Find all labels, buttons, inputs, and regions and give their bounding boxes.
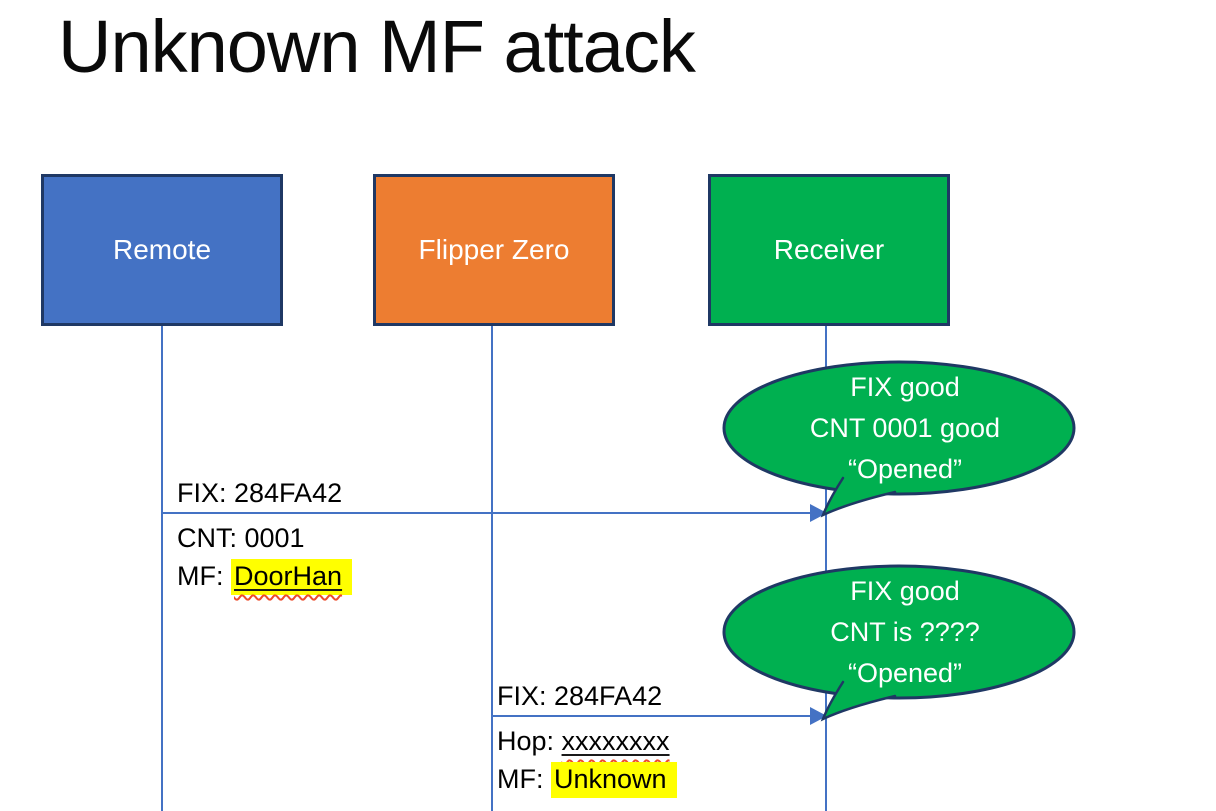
message1-mf-value: DoorHan (234, 561, 343, 591)
actor-box-receiver: Receiver (708, 174, 950, 326)
message1-mf-prefix: MF: (177, 561, 231, 591)
actor-label-remote: Remote (112, 234, 212, 265)
message2-label-below: Hop: xxxxxxxx MF: Unknown (497, 722, 677, 798)
callout-bubble-2 (722, 564, 1076, 722)
message1-label-below: CNT: 0001 MF: DoorHan (177, 519, 353, 595)
message1-label-above: FIX: 284FA42 (177, 474, 342, 512)
message2-fix-text: FIX: 284FA42 (497, 681, 663, 711)
callout-1-line-2: CNT 0001 good (809, 413, 1001, 443)
lifeline-remote (161, 326, 163, 811)
message2-mf-line: MF: Unknown (497, 760, 677, 798)
message2-mf-highlight: Unknown (551, 762, 677, 798)
lifeline-flipper-zero (491, 326, 493, 811)
message1-mf-highlight: DoorHan (231, 559, 353, 595)
callout-2-line-2: CNT is ???? (830, 617, 980, 647)
callout-1-ellipse (722, 360, 1076, 496)
callout-2-text: FIX good CNT is ???? “Opened” (735, 571, 1075, 694)
actor-box-remote: Remote (41, 174, 283, 326)
callout-2-line-1: FIX good (850, 576, 960, 606)
callout-1-line-3: “Opened” (847, 454, 963, 484)
actor-box-flipper-zero: Flipper Zero (373, 174, 615, 326)
message2-label-above: FIX: 284FA42 (497, 677, 662, 715)
message1-mf-line: MF: DoorHan (177, 557, 353, 595)
message1-cnt-text: CNT: 0001 (177, 523, 305, 553)
callout-2-ellipse (722, 564, 1076, 700)
callout-2-line-3: “Opened” (847, 658, 963, 688)
message2-hop-line: Hop: xxxxxxxx (497, 722, 677, 760)
message2-line (492, 715, 812, 717)
callout-1-line-1: FIX good (850, 372, 960, 402)
actor-label-receiver: Receiver (773, 234, 885, 265)
callout-1-tail-outline (820, 476, 897, 518)
actor-label-flipper-zero: Flipper Zero (418, 234, 570, 265)
message1-fix-text: FIX: 284FA42 (177, 478, 343, 508)
message2-hop-value: xxxxxxxx (561, 726, 670, 756)
lifeline-receiver (825, 326, 827, 811)
message1-arrowhead-icon (810, 504, 827, 522)
message2-mf-prefix: MF: (497, 764, 551, 794)
slide-title: Unknown MF attack (58, 5, 696, 88)
callout-2-tail-outline (820, 680, 897, 722)
callout-1-text: FIX good CNT 0001 good “Opened” (735, 367, 1075, 490)
message1-line (162, 512, 812, 514)
callout-bubble-1 (722, 360, 1076, 518)
message2-arrowhead-icon (810, 707, 827, 725)
message2-hop-prefix: Hop: (497, 726, 562, 756)
